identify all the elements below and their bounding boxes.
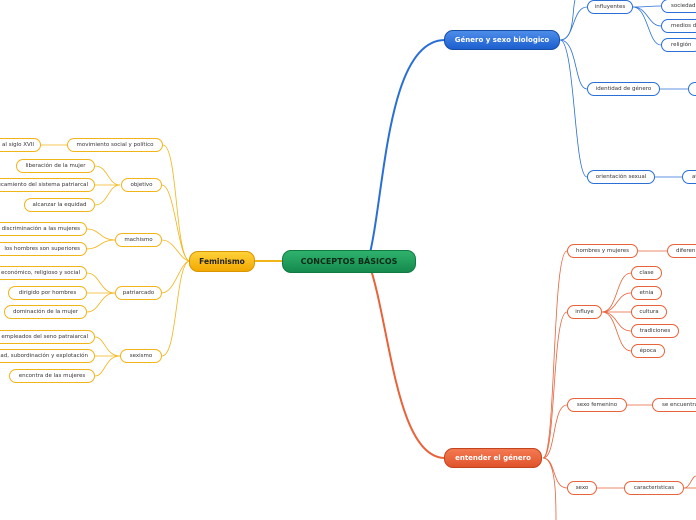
hombres-node[interactable]: hombres y mujeres: [567, 244, 638, 258]
influyentes-child-3[interactable]: religión: [661, 38, 696, 52]
sexismo-child-1[interactable]: empleados del seno patraiarcal: [0, 330, 95, 344]
hombres-child[interactable]: diferen: [667, 244, 696, 258]
machismo-child-1[interactable]: discriminación a las mujeres: [0, 222, 87, 236]
objetivo-node[interactable]: objetivo: [121, 178, 162, 192]
sexo-node[interactable]: sexo: [567, 481, 597, 495]
objetivo-child-3[interactable]: alcanzar la equidad: [24, 198, 95, 212]
identidad-node[interactable]: identidad de género: [587, 82, 660, 96]
influye-node[interactable]: influye: [567, 305, 602, 319]
influye-child-2[interactable]: etnia: [631, 286, 662, 300]
sexismo-child-3[interactable]: encontra de las mujeres: [9, 369, 95, 383]
machismo-child-2[interactable]: los hombres son superiores: [0, 242, 87, 256]
orientacion-node[interactable]: orientación sexual: [587, 170, 655, 184]
siglo-node[interactable]: al siglo XVII: [0, 138, 41, 152]
influye-child-5[interactable]: época: [631, 344, 665, 358]
objetivo-child-2[interactable]: ecamiento del sistema patriarcal: [0, 178, 95, 192]
sexismo-child-2[interactable]: ad, subordinación y explotación: [0, 349, 95, 363]
patriarcado-child-2[interactable]: dirigido por hombres: [8, 286, 87, 300]
machismo-node[interactable]: machismo: [115, 233, 162, 247]
connector-genero-group: [559, 0, 688, 178]
patriarcado-node[interactable]: patriarcado: [115, 286, 162, 300]
entender-topic[interactable]: entender el género: [444, 448, 542, 468]
influyentes-node[interactable]: influyentes: [587, 0, 633, 14]
patriarcado-child-1[interactable]: económico, religioso y social: [0, 266, 87, 280]
connector-feminismo-group: [41, 144, 191, 377]
connector-center-genero: [367, 39, 446, 262]
influyentes-child-2[interactable]: medios d: [661, 19, 696, 33]
sexo-femenino-node[interactable]: sexo femenino: [567, 398, 627, 412]
identidad-child[interactable]: [688, 82, 696, 96]
influye-child-1[interactable]: clase: [631, 266, 662, 280]
patriarcado-child-3[interactable]: dominación de la mujer: [4, 305, 87, 319]
sexo-femenino-child[interactable]: se encuentra: [652, 398, 696, 412]
connector-entender-group: [542, 250, 696, 520]
influye-child-3[interactable]: cultura: [631, 305, 667, 319]
caracteristicas-node[interactable]: caracteristicas: [624, 481, 684, 495]
central-topic[interactable]: CONCEPTOS BÁSICOS: [282, 250, 416, 273]
sexismo-node[interactable]: sexismo: [120, 349, 162, 363]
genero-topic[interactable]: Género y sexo biologico: [444, 30, 560, 50]
influyentes-child-1[interactable]: sociedad: [661, 0, 696, 13]
orientacion-child[interactable]: at: [682, 170, 696, 184]
influye-child-4[interactable]: tradiciones: [631, 324, 679, 338]
feminismo-topic[interactable]: Feminismo: [189, 251, 255, 272]
movimiento-node[interactable]: movimiento social y político: [67, 138, 163, 152]
connector-center-entender: [367, 260, 446, 459]
objetivo-child-1[interactable]: liberación de la mujer: [16, 159, 95, 173]
